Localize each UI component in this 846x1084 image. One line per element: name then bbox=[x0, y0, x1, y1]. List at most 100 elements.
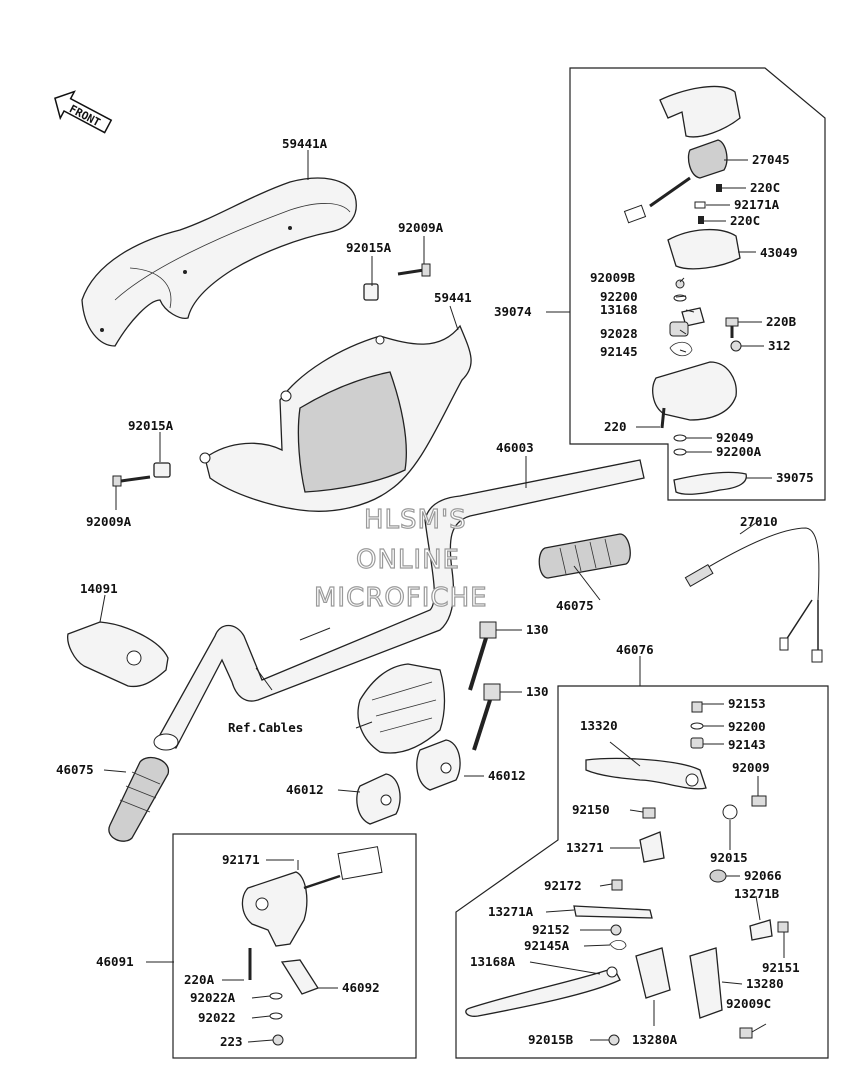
nut-312 bbox=[730, 340, 742, 352]
bolt-220b bbox=[725, 317, 739, 338]
watermark-line-2: ONLINE bbox=[356, 545, 460, 575]
label-14091: 14091 bbox=[80, 581, 118, 596]
grip-left-part bbox=[108, 757, 169, 842]
label-13271a: 13271A bbox=[488, 904, 534, 919]
plate-13271a bbox=[573, 905, 653, 919]
label-92015a-left: 92015A bbox=[128, 418, 174, 433]
screw-92009 bbox=[751, 795, 767, 807]
label-46003: 46003 bbox=[496, 440, 534, 455]
label-220c-a: 220C bbox=[750, 180, 780, 195]
washer-92200a bbox=[673, 448, 687, 456]
label-92049: 92049 bbox=[716, 430, 754, 445]
label-92171a: 92171A bbox=[734, 197, 780, 212]
washer-92022a bbox=[269, 992, 283, 1000]
bolt-130-a bbox=[468, 621, 497, 691]
cap-92066 bbox=[709, 869, 727, 883]
label-92009a-top: 92009A bbox=[398, 220, 444, 235]
leader-lines bbox=[99, 150, 785, 1043]
lever-39075-part bbox=[673, 471, 747, 495]
bolt-92009a-top bbox=[397, 263, 431, 277]
label-43049: 43049 bbox=[760, 245, 798, 260]
watermark-line-3: MICROFICHE bbox=[314, 583, 488, 613]
watermark: HLSM'S ONLINE MICROFICHE bbox=[313, 504, 488, 613]
label-13280a: 13280A bbox=[632, 1032, 678, 1047]
label-130-b: 130 bbox=[526, 684, 549, 699]
holder-13280a bbox=[635, 947, 671, 999]
bolt-92009c bbox=[739, 1027, 753, 1039]
label-92172: 92172 bbox=[544, 878, 582, 893]
switch-housing-group-box bbox=[569, 67, 826, 501]
label-59441: 59441 bbox=[434, 290, 472, 305]
switch-cover-part bbox=[659, 85, 741, 138]
spring-92145 bbox=[669, 341, 693, 357]
part-labels: 59441A 92009A 92015A 59441 92015A 92009A… bbox=[56, 136, 814, 1049]
nut-92152 bbox=[610, 924, 622, 936]
holder-13280 bbox=[689, 947, 723, 1019]
label-46075-left: 46075 bbox=[56, 762, 94, 777]
plate-92171a bbox=[694, 201, 706, 209]
clamp-46012-a bbox=[356, 773, 401, 825]
bracket-13271 bbox=[639, 831, 665, 863]
lever-13320-part bbox=[585, 757, 707, 790]
label-92009c: 92009C bbox=[726, 996, 771, 1011]
washer-92022 bbox=[269, 1012, 283, 1020]
label-92009b: 92009B bbox=[590, 270, 636, 285]
watermark-line-1: HLSM'S bbox=[364, 505, 467, 535]
bolt-92150 bbox=[642, 807, 656, 819]
label-46091: 46091 bbox=[96, 954, 134, 969]
nut-92015b bbox=[608, 1034, 620, 1046]
handlebar-part bbox=[153, 459, 645, 751]
collar-92015a-top bbox=[363, 283, 379, 301]
screw-220 bbox=[660, 407, 666, 429]
switch-46091-part bbox=[241, 846, 383, 947]
bolt-130-b bbox=[472, 683, 501, 751]
screw-92009b bbox=[675, 279, 685, 289]
washer-92049 bbox=[673, 434, 687, 442]
label-39074: 39074 bbox=[494, 304, 532, 319]
label-27010: 27010 bbox=[740, 514, 778, 529]
switch-27045-part bbox=[623, 139, 728, 224]
label-92022: 92022 bbox=[198, 1010, 236, 1025]
bracket-14091-part bbox=[67, 621, 169, 688]
bolt-92151 bbox=[777, 921, 789, 933]
lever-13168a-part bbox=[465, 966, 621, 1017]
label-130-a: 130 bbox=[526, 622, 549, 637]
switch-base-part bbox=[652, 361, 737, 421]
label-92200-r: 92200 bbox=[728, 719, 766, 734]
label-46075-mid: 46075 bbox=[556, 598, 594, 613]
label-220: 220 bbox=[604, 419, 627, 434]
washer-92200-r bbox=[690, 722, 704, 730]
cable-holder-part bbox=[357, 663, 446, 754]
plate-13168 bbox=[681, 307, 705, 327]
clamp-46012-b bbox=[416, 739, 461, 791]
front-arrow-icon: FRONT bbox=[54, 90, 113, 134]
label-13168: 13168 bbox=[600, 302, 638, 317]
label-223: 223 bbox=[220, 1034, 243, 1049]
handguard-inner-part bbox=[199, 324, 472, 512]
label-92200-top: 92200 bbox=[600, 289, 638, 304]
label-92153: 92153 bbox=[728, 696, 766, 711]
label-220b: 220B bbox=[766, 314, 797, 329]
label-92015: 92015 bbox=[710, 850, 748, 865]
handguard-cover-part bbox=[81, 177, 357, 347]
label-312: 312 bbox=[768, 338, 791, 353]
label-92151: 92151 bbox=[762, 960, 800, 975]
label-92009a-left: 92009A bbox=[86, 514, 132, 529]
bolt-92172 bbox=[611, 879, 623, 891]
label-92015b: 92015B bbox=[528, 1032, 574, 1047]
label-220c-b: 220C bbox=[730, 213, 760, 228]
label-13168a: 13168A bbox=[470, 954, 516, 969]
spring-92145a bbox=[609, 940, 627, 950]
clutch-lever-group-box bbox=[455, 685, 829, 1059]
collar-92143 bbox=[690, 737, 704, 749]
switch-group-box bbox=[172, 833, 417, 1059]
label-92022a: 92022A bbox=[190, 990, 236, 1005]
collar-92015 bbox=[722, 804, 738, 820]
label-46076: 46076 bbox=[616, 642, 654, 657]
bolt-92153 bbox=[691, 701, 703, 713]
label-92015a-top: 92015A bbox=[346, 240, 392, 255]
label-92145a: 92145A bbox=[524, 938, 570, 953]
pad-43049-part bbox=[667, 228, 741, 270]
label-92150: 92150 bbox=[572, 802, 610, 817]
